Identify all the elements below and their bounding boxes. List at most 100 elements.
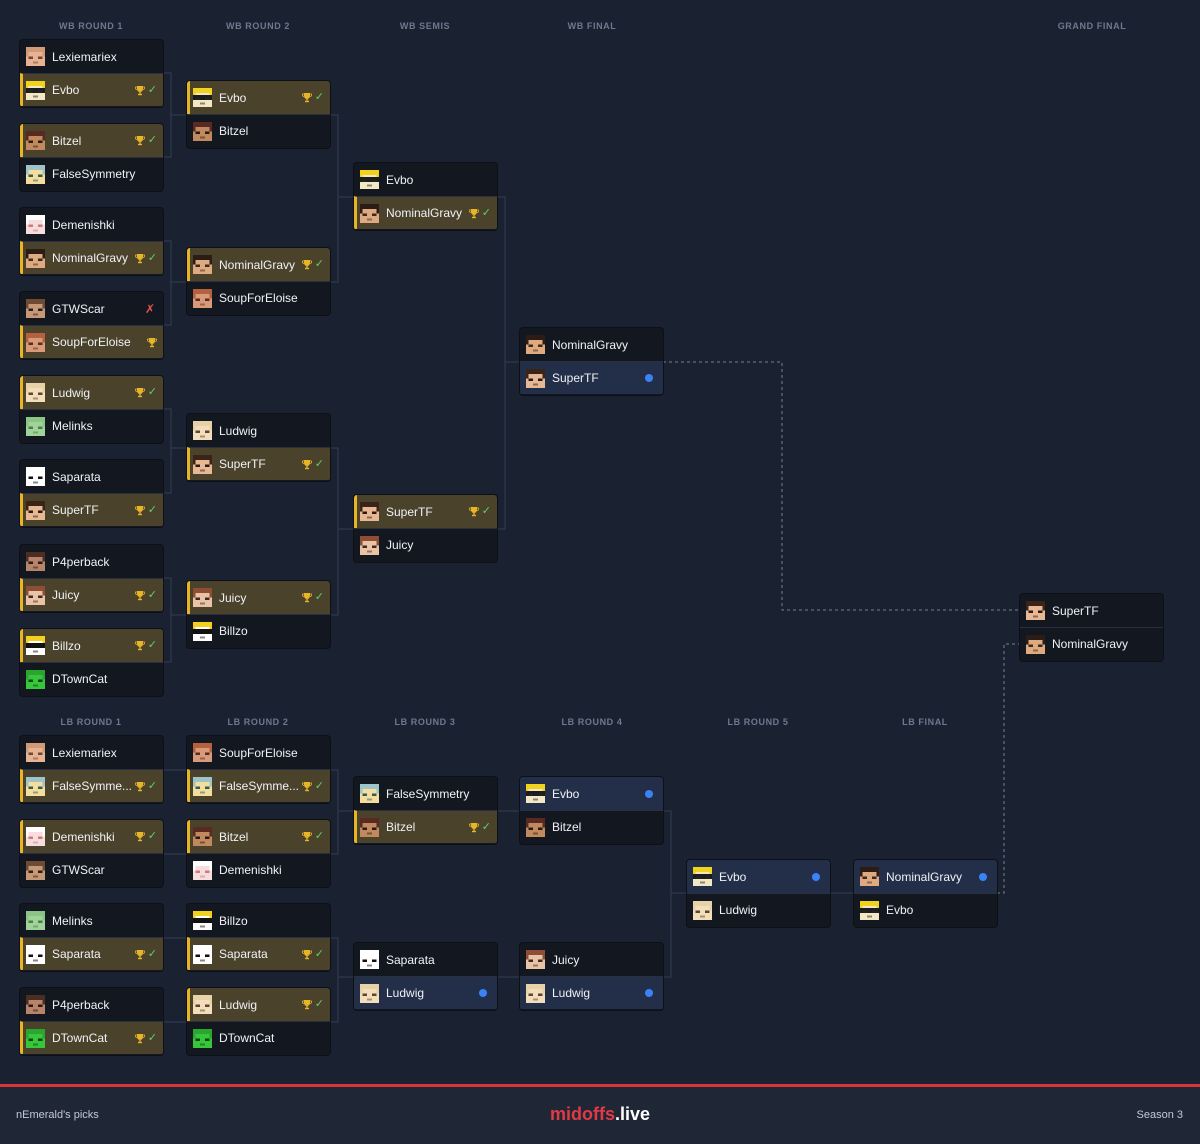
participant-row[interactable]: Evbo <box>520 777 663 810</box>
cross-icon: ✗ <box>144 301 155 316</box>
avatar-icon <box>26 776 45 796</box>
participant-name: Melinks <box>52 419 93 433</box>
avatar-icon <box>26 383 45 402</box>
participant-row[interactable]: SoupForEloise <box>187 736 330 769</box>
participant-row[interactable]: Evbo <box>354 163 497 196</box>
participant-row[interactable]: Billzo <box>187 904 330 937</box>
participant-row[interactable]: Ludwig <box>687 893 830 926</box>
avatar-icon <box>193 288 212 308</box>
participant-row[interactable]: NominalGravy✓ <box>187 248 330 281</box>
check-icon: ✓ <box>147 83 157 96</box>
participant-row[interactable]: NominalGravy✓ <box>20 241 163 274</box>
participant-row[interactable]: DTownCat✓ <box>20 1021 163 1054</box>
participant-row[interactable]: SuperTF <box>1020 594 1163 627</box>
check-icon: ✓ <box>314 457 324 470</box>
participant-row[interactable]: Demenishki <box>20 208 163 241</box>
avatar-icon <box>26 911 45 930</box>
result-icons <box>645 789 657 798</box>
participant-name: SoupForEloise <box>219 291 298 305</box>
result-icons: ✓ <box>301 259 324 270</box>
participant-row[interactable]: Saparata <box>20 460 163 493</box>
participant-row[interactable]: SuperTF <box>520 361 663 394</box>
participant-row[interactable]: FalseSymmetry <box>354 777 497 810</box>
check-icon: ✓ <box>314 591 324 603</box>
participant-row[interactable]: Evbo✓ <box>187 81 330 114</box>
participant-row[interactable]: Saparata <box>354 943 497 976</box>
participant-name: Evbo <box>386 172 414 187</box>
participant-name: Ludwig <box>219 423 258 438</box>
participant-row[interactable]: Ludwig✓ <box>187 988 330 1021</box>
participant-row[interactable]: DTownCat <box>20 662 163 695</box>
trophy-icon <box>134 832 145 842</box>
match-wb-round-1-2: Bitzel✓FalseSymmetry <box>20 124 163 191</box>
avatar-icon <box>26 47 45 66</box>
participant-name: Billzo <box>219 913 248 928</box>
trophy-icon <box>134 949 145 959</box>
participant-row[interactable]: Saparata✓ <box>187 937 330 970</box>
result-icons: ✓ <box>301 457 324 470</box>
avatar-icon <box>193 944 212 964</box>
participant-row[interactable]: Evbo✓ <box>20 73 163 106</box>
result-icons <box>147 337 157 348</box>
participant-row[interactable]: P4perback <box>20 988 163 1021</box>
avatar-icon <box>526 983 545 1003</box>
participant-row[interactable]: FalseSymme...✓ <box>20 769 163 802</box>
participant-row[interactable]: Juicy✓ <box>187 581 330 614</box>
participant-row[interactable]: NominalGravy <box>520 328 663 361</box>
participant-row[interactable]: SuperTF✓ <box>354 495 497 528</box>
participant-row[interactable]: Bitzel✓ <box>354 810 497 843</box>
participant-row[interactable]: Juicy <box>354 528 497 561</box>
participant-row[interactable]: Demenishki <box>187 853 330 886</box>
brand-logo[interactable]: midoffs.live <box>0 1104 1200 1125</box>
participant-row[interactable]: Lexiemariex <box>20 40 163 73</box>
match-wb-round-1-5: Ludwig✓ Melinks <box>20 376 163 443</box>
participant-row[interactable]: Bitzel✓ <box>20 124 163 157</box>
participant-row[interactable]: Evbo <box>687 860 830 893</box>
check-icon: ✓ <box>147 588 157 601</box>
participant-row[interactable]: NominalGravy <box>854 860 997 893</box>
participant-row[interactable]: FalseSymme...✓ <box>187 769 330 802</box>
participant-row[interactable]: Demenishki✓ <box>20 820 163 853</box>
participant-row[interactable]: SoupForEloise <box>187 281 330 314</box>
participant-row[interactable]: SuperTF✓ <box>20 493 163 526</box>
participant-row[interactable]: NominalGravy <box>1020 627 1163 660</box>
participant-row[interactable]: FalseSymmetry <box>20 157 163 190</box>
participant-name: Evbo <box>552 786 580 801</box>
participant-row[interactable]: Billzo <box>187 614 330 647</box>
participant-row[interactable]: Ludwig✓ <box>20 376 163 409</box>
avatar-icon <box>26 552 45 571</box>
participant-row[interactable]: Lexiemariex <box>20 736 163 769</box>
participant-row[interactable]: GTWScar <box>20 853 163 886</box>
participant-row[interactable]: GTWScar✗ <box>20 292 163 325</box>
participant-row[interactable]: DTownCat <box>187 1021 330 1054</box>
participant-row[interactable]: SoupForEloise <box>20 325 163 358</box>
header-lb-round-5: LB ROUND 5 <box>727 717 789 727</box>
participant-row[interactable]: Bitzel <box>187 114 330 147</box>
match-wb-round-1-4: GTWScar✗SoupForEloise <box>20 292 163 359</box>
participant-name: Ludwig <box>52 385 91 400</box>
participant-row[interactable]: SuperTF✓ <box>187 447 330 480</box>
participant-row[interactable]: Bitzel <box>520 810 663 843</box>
participant-row[interactable]: Bitzel✓ <box>187 820 330 853</box>
participant-row[interactable]: P4perback <box>20 545 163 578</box>
participant-row[interactable]: Billzo✓ <box>20 629 163 662</box>
avatar-icon <box>360 817 379 837</box>
participant-row[interactable]: Saparata✓ <box>20 937 163 970</box>
trophy-icon <box>134 136 145 146</box>
check-icon: ✓ <box>314 998 324 1010</box>
participant-row[interactable]: Ludwig <box>187 414 330 447</box>
participant-row[interactable]: Juicy <box>520 943 663 976</box>
avatar-icon <box>26 743 45 762</box>
check-icon: ✓ <box>147 503 157 516</box>
trophy-icon <box>147 337 157 347</box>
participant-row[interactable]: Melinks <box>20 904 163 937</box>
participant-row[interactable]: Ludwig <box>354 976 497 1009</box>
participant-row[interactable]: Ludwig <box>520 976 663 1009</box>
participant-row[interactable]: Evbo <box>854 893 997 926</box>
participant-row[interactable]: Melinks <box>20 409 163 442</box>
participant-row[interactable]: Juicy✓ <box>20 578 163 611</box>
participant-row[interactable]: NominalGravy✓ <box>354 196 497 229</box>
